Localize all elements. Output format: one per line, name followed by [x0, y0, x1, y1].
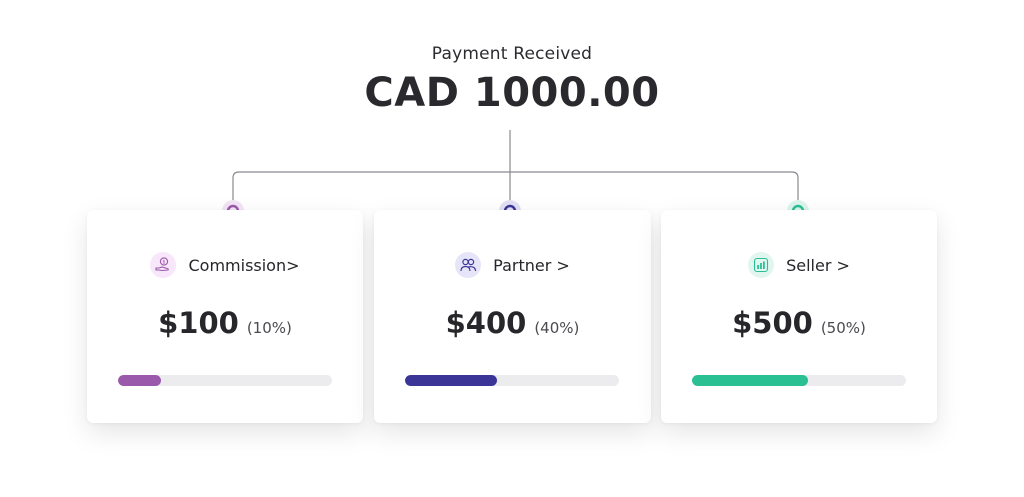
commission-title: Commission> [188, 255, 300, 275]
svg-text:$: $ [163, 259, 166, 265]
commission-percent: (10%) [246, 319, 292, 337]
seller-percent: (50%) [820, 319, 866, 337]
partner-value: $400 [445, 306, 527, 340]
people-icon [455, 252, 482, 278]
seller-value-row: $500 (50%) [661, 306, 937, 340]
partner-title: Partner > [493, 255, 570, 275]
commission-value-row: $100 (10%) [87, 306, 363, 340]
commission-progress-bar [118, 375, 332, 386]
seller-progress-fill [692, 375, 808, 386]
bar-chart-icon [748, 252, 775, 278]
partner-percent: (40%) [534, 319, 580, 337]
seller-title-row[interactable]: Seller > [661, 252, 937, 278]
seller-value: $500 [732, 306, 813, 340]
commission-card: $ Commission> $100 (10%) [87, 210, 363, 423]
hand-coin-icon: $ [150, 252, 177, 278]
partner-progress-bar [405, 375, 619, 386]
commission-title-row[interactable]: $ Commission> [87, 252, 363, 278]
seller-progress-bar [692, 375, 906, 386]
connector-horizontal [232, 171, 799, 210]
seller-title: Seller > [786, 255, 850, 275]
partner-value-row: $400 (40%) [374, 306, 651, 340]
payment-received-label: Payment Received [431, 44, 593, 64]
partner-title-row[interactable]: Partner > [374, 252, 651, 278]
partner-card: Partner > $400 (40%) [374, 210, 651, 423]
commission-value: $100 [158, 306, 239, 340]
seller-card: Seller > $500 (50%) [661, 210, 937, 423]
commission-progress-fill [118, 375, 161, 386]
payment-amount: CAD 1000.00 [364, 70, 660, 116]
partner-progress-fill [405, 375, 498, 386]
